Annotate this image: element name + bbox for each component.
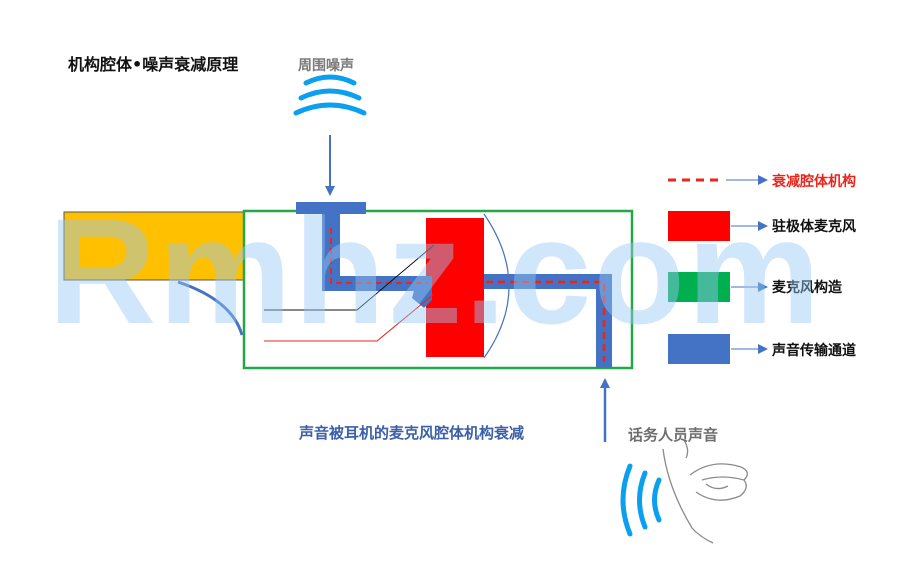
- leader-line-black: [264, 244, 435, 311]
- electret-microphone: [426, 218, 484, 357]
- ambient-noise-label: 周围噪声: [298, 58, 354, 74]
- diagram-title: 机构腔体•噪声衰减原理: [68, 55, 239, 74]
- leader-line-red: [264, 293, 435, 342]
- watermark: Rmhz.com: [48, 187, 823, 355]
- legend-label-electret-microphone: 驻极体麦克风: [772, 219, 856, 235]
- attenuation-dash-right: [486, 280, 606, 362]
- microphone-housing: [242, 209, 634, 370]
- attenuation-caption: 声音被耳机的麦克风腔体机构衰减: [299, 424, 525, 442]
- legend-red-square-swatch: [668, 211, 730, 241]
- talker-face-outline-icon: [662, 439, 748, 544]
- earpiece-block: [63, 211, 245, 281]
- attenuation-dash-left: [330, 228, 428, 284]
- legend: [668, 175, 768, 364]
- ambient-noise-wave-icon: [293, 74, 367, 116]
- earpiece-curve: [177, 280, 244, 336]
- legend-blue-square-swatch: [668, 334, 730, 364]
- legend-label-microphone-structure: 麦克风构造: [772, 280, 842, 296]
- legend-label-attenuation-cavity: 衰减腔体机构: [772, 174, 856, 190]
- microphone-arc: [483, 213, 510, 359]
- talker-sound-wave-icon: [620, 463, 662, 537]
- legend-green-square-swatch: [668, 272, 730, 302]
- channel-top-cap: [296, 202, 366, 214]
- talker-voice-label: 话务人员声音: [628, 426, 719, 444]
- legend-label-sound-channel: 声音传输通道: [772, 343, 856, 359]
